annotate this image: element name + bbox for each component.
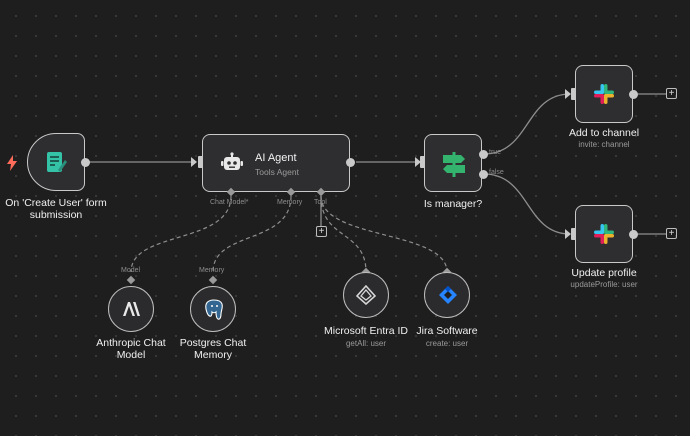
postgres-icon: [203, 298, 225, 327]
postgres-chat-memory-node[interactable]: [190, 286, 236, 332]
if-true-handle[interactable]: [479, 150, 488, 159]
anthropic-port-label: Model: [121, 267, 141, 274]
trigger-output-handle[interactable]: [81, 158, 90, 167]
edge-tool-entra: [320, 195, 367, 273]
edge-memory-postgres: [212, 195, 292, 273]
microsoft-entra-id-node[interactable]: [343, 272, 389, 318]
trigger-bolt-icon: [7, 155, 17, 171]
agent-title: AI Agent: [255, 152, 297, 164]
if-true-label: true: [489, 149, 502, 156]
form-icon: [44, 150, 68, 179]
update-profile-subtitle: updateProfile: user: [570, 280, 638, 289]
signpost-icon: [441, 150, 467, 183]
agent-port-memory-label: Memory: [277, 199, 303, 206]
anthropic-title: Anthropic Chat Model: [96, 337, 166, 361]
if-false-handle[interactable]: [479, 170, 488, 179]
update-profile-input-handle[interactable]: [571, 228, 576, 240]
jira-title: Jira Software: [416, 325, 478, 337]
slack-icon: [593, 83, 615, 110]
postgres-title: Postgres Chat Memory: [179, 337, 247, 361]
anthropic-chat-model-node[interactable]: [108, 286, 154, 332]
update-profile-node[interactable]: [575, 205, 633, 263]
add-channel-add-node-button[interactable]: +: [666, 88, 677, 99]
agent-output-handle[interactable]: [346, 158, 355, 167]
agent-input-handle[interactable]: [198, 156, 203, 168]
update-profile-output-handle[interactable]: [629, 230, 638, 239]
add-to-channel-node[interactable]: [575, 65, 633, 123]
if-node[interactable]: [424, 134, 482, 192]
add-channel-input-handle[interactable]: [571, 88, 576, 100]
robot-icon: [221, 152, 243, 179]
jira-software-node[interactable]: [424, 272, 470, 318]
jira-icon: [438, 285, 458, 310]
entra-title: Microsoft Entra ID: [323, 325, 409, 337]
if-false-label: false: [489, 169, 504, 176]
agent-port-chat-model-label: Chat Model*: [210, 199, 249, 206]
entra-icon: [355, 284, 377, 310]
postgres-port[interactable]: [208, 275, 218, 285]
arrow-agent: [191, 157, 197, 167]
anthropic-icon: [122, 302, 140, 319]
add-channel-title: Add to channel: [568, 127, 640, 139]
anthropic-port[interactable]: [126, 275, 136, 285]
agent-port-tool-label: Tool: [314, 199, 327, 206]
add-tool-button[interactable]: +: [316, 226, 327, 237]
slack-icon: [593, 223, 615, 250]
ai-agent-node[interactable]: AI Agent Tools Agent: [202, 134, 350, 192]
jira-subtitle: create: user: [425, 339, 469, 348]
trigger-title: On 'Create User' form submission: [5, 197, 107, 221]
edge-model-anthropic: [130, 195, 232, 273]
add-channel-subtitle: invite: channel: [578, 140, 630, 149]
if-input-handle[interactable]: [420, 156, 425, 168]
entra-subtitle: getAll: user: [345, 339, 387, 348]
form-trigger-node[interactable]: [27, 133, 85, 191]
add-channel-output-handle[interactable]: [629, 90, 638, 99]
update-profile-title: Update profile: [571, 267, 637, 279]
postgres-port-label: Memory: [199, 267, 225, 274]
update-profile-add-node-button[interactable]: +: [666, 228, 677, 239]
agent-subtitle: Tools Agent: [255, 167, 299, 177]
if-title: Is manager?: [423, 198, 483, 210]
